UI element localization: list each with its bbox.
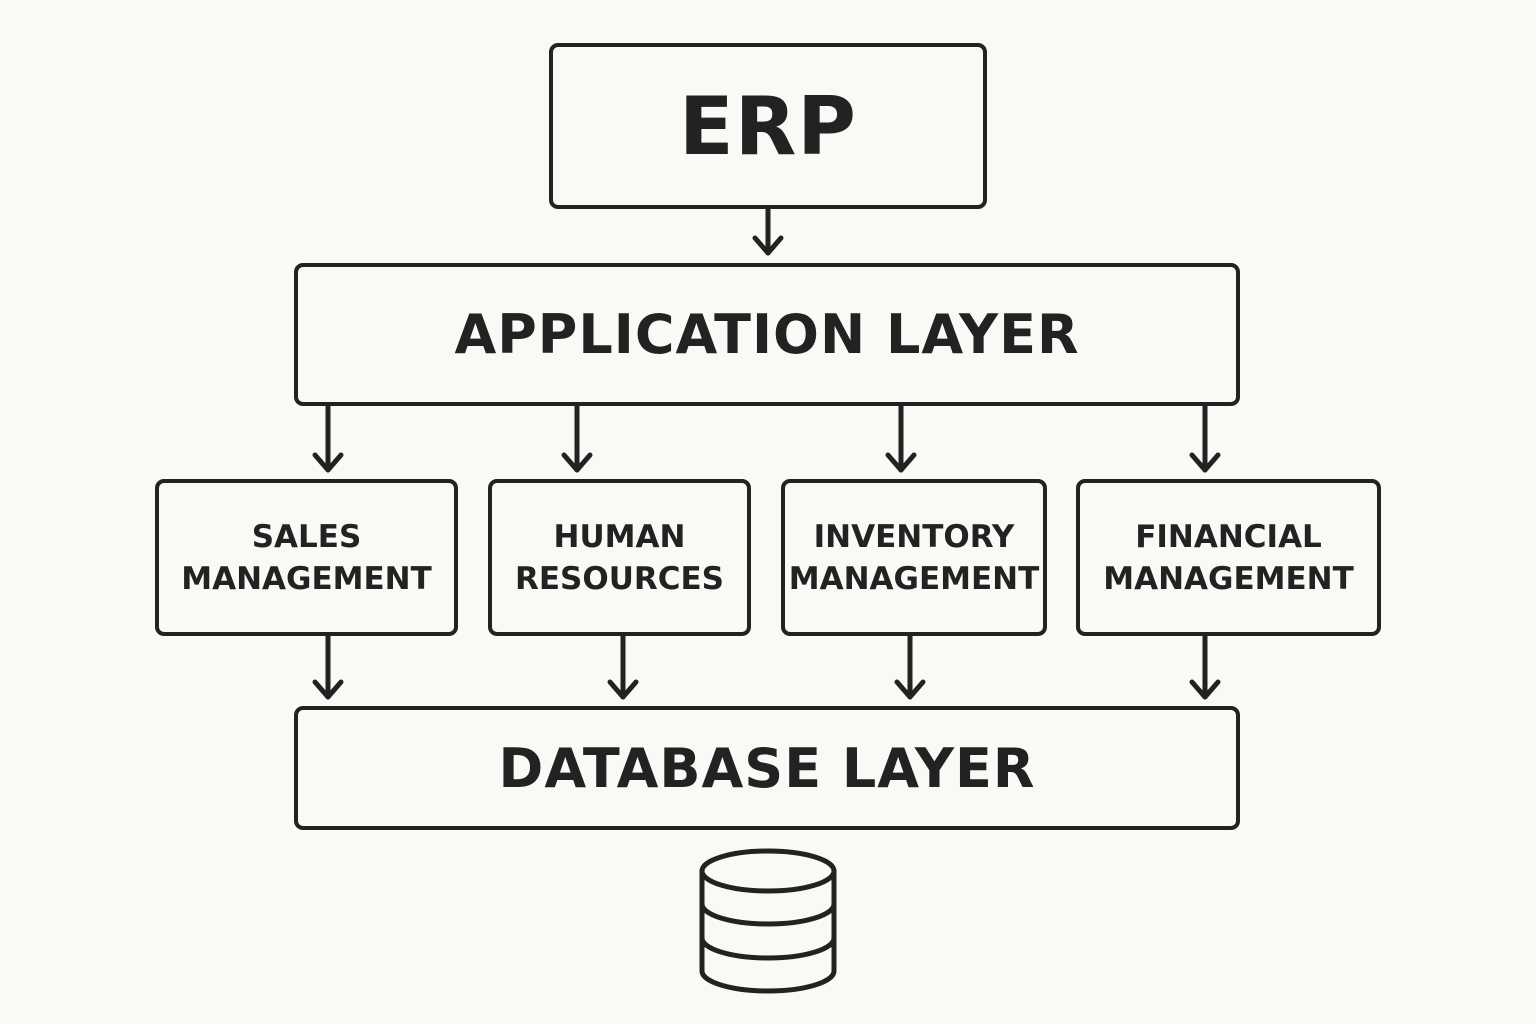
module-financial-management: FINANCIAL MANAGEMENT bbox=[1076, 479, 1381, 636]
application-layer-box: APPLICATION LAYER bbox=[294, 263, 1240, 406]
erp-box: ERP bbox=[549, 43, 987, 209]
module-inventory-management: INVENTORY MANAGEMENT bbox=[781, 479, 1047, 636]
arrow-financial-to-database bbox=[1189, 633, 1221, 700]
application-layer-label: APPLICATION LAYER bbox=[454, 303, 1080, 366]
module-human-resources: HUMAN RESOURCES bbox=[488, 479, 751, 636]
erp-label: ERP bbox=[679, 79, 857, 173]
module-label-line1: FINANCIAL bbox=[1135, 518, 1322, 555]
arrow-hr-to-database bbox=[607, 633, 639, 700]
module-sales-management: SALES MANAGEMENT bbox=[155, 479, 458, 636]
module-label-line1: INVENTORY bbox=[813, 518, 1015, 555]
arrow-erp-to-application bbox=[752, 206, 784, 256]
arrow-application-to-hr bbox=[561, 403, 593, 473]
module-label-line2: MANAGEMENT bbox=[1103, 560, 1354, 597]
database-icon bbox=[699, 848, 837, 994]
module-label-line2: RESOURCES bbox=[514, 560, 725, 597]
database-layer-box: DATABASE LAYER bbox=[294, 706, 1240, 830]
module-label-line2: MANAGEMENT bbox=[181, 560, 432, 597]
module-label-line2: MANAGEMENT bbox=[788, 560, 1040, 597]
arrow-application-to-financial bbox=[1189, 403, 1221, 473]
arrow-inventory-to-database bbox=[894, 633, 926, 700]
module-label-line1: SALES bbox=[251, 518, 362, 555]
database-layer-label: DATABASE LAYER bbox=[498, 736, 1036, 800]
arrow-application-to-inventory bbox=[885, 403, 917, 473]
module-label-line1: HUMAN bbox=[553, 518, 686, 555]
arrow-application-to-sales bbox=[312, 403, 344, 473]
arrow-sales-to-database bbox=[312, 633, 344, 700]
